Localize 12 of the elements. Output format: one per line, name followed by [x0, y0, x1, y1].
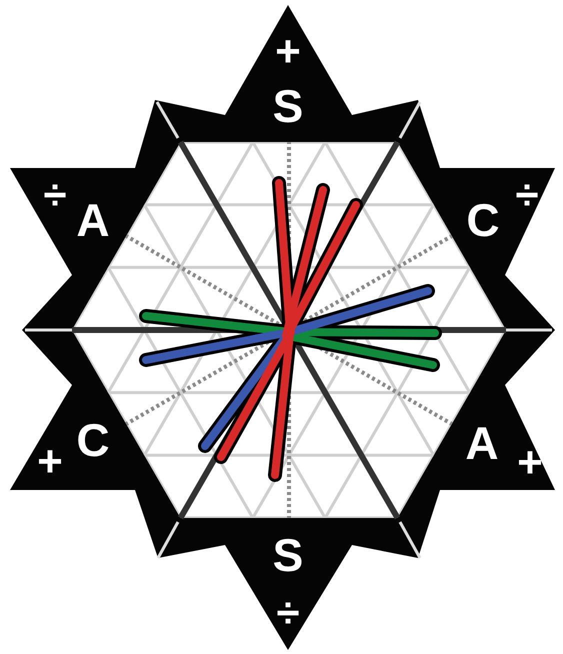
operator-symbol: +	[275, 30, 301, 74]
letter-label: S	[272, 532, 304, 578]
letter-label: C	[466, 197, 500, 243]
operator-symbol: ÷	[43, 174, 67, 216]
operator-symbol: +	[517, 441, 543, 485]
letter-label: C	[76, 417, 110, 463]
letter-label: A	[76, 197, 110, 243]
operator-symbol: +	[37, 440, 63, 484]
letter-label: S	[272, 83, 304, 129]
letter-label: A	[465, 420, 499, 466]
operator-symbol: ÷	[276, 592, 300, 634]
operator-symbol: ÷	[515, 174, 539, 216]
